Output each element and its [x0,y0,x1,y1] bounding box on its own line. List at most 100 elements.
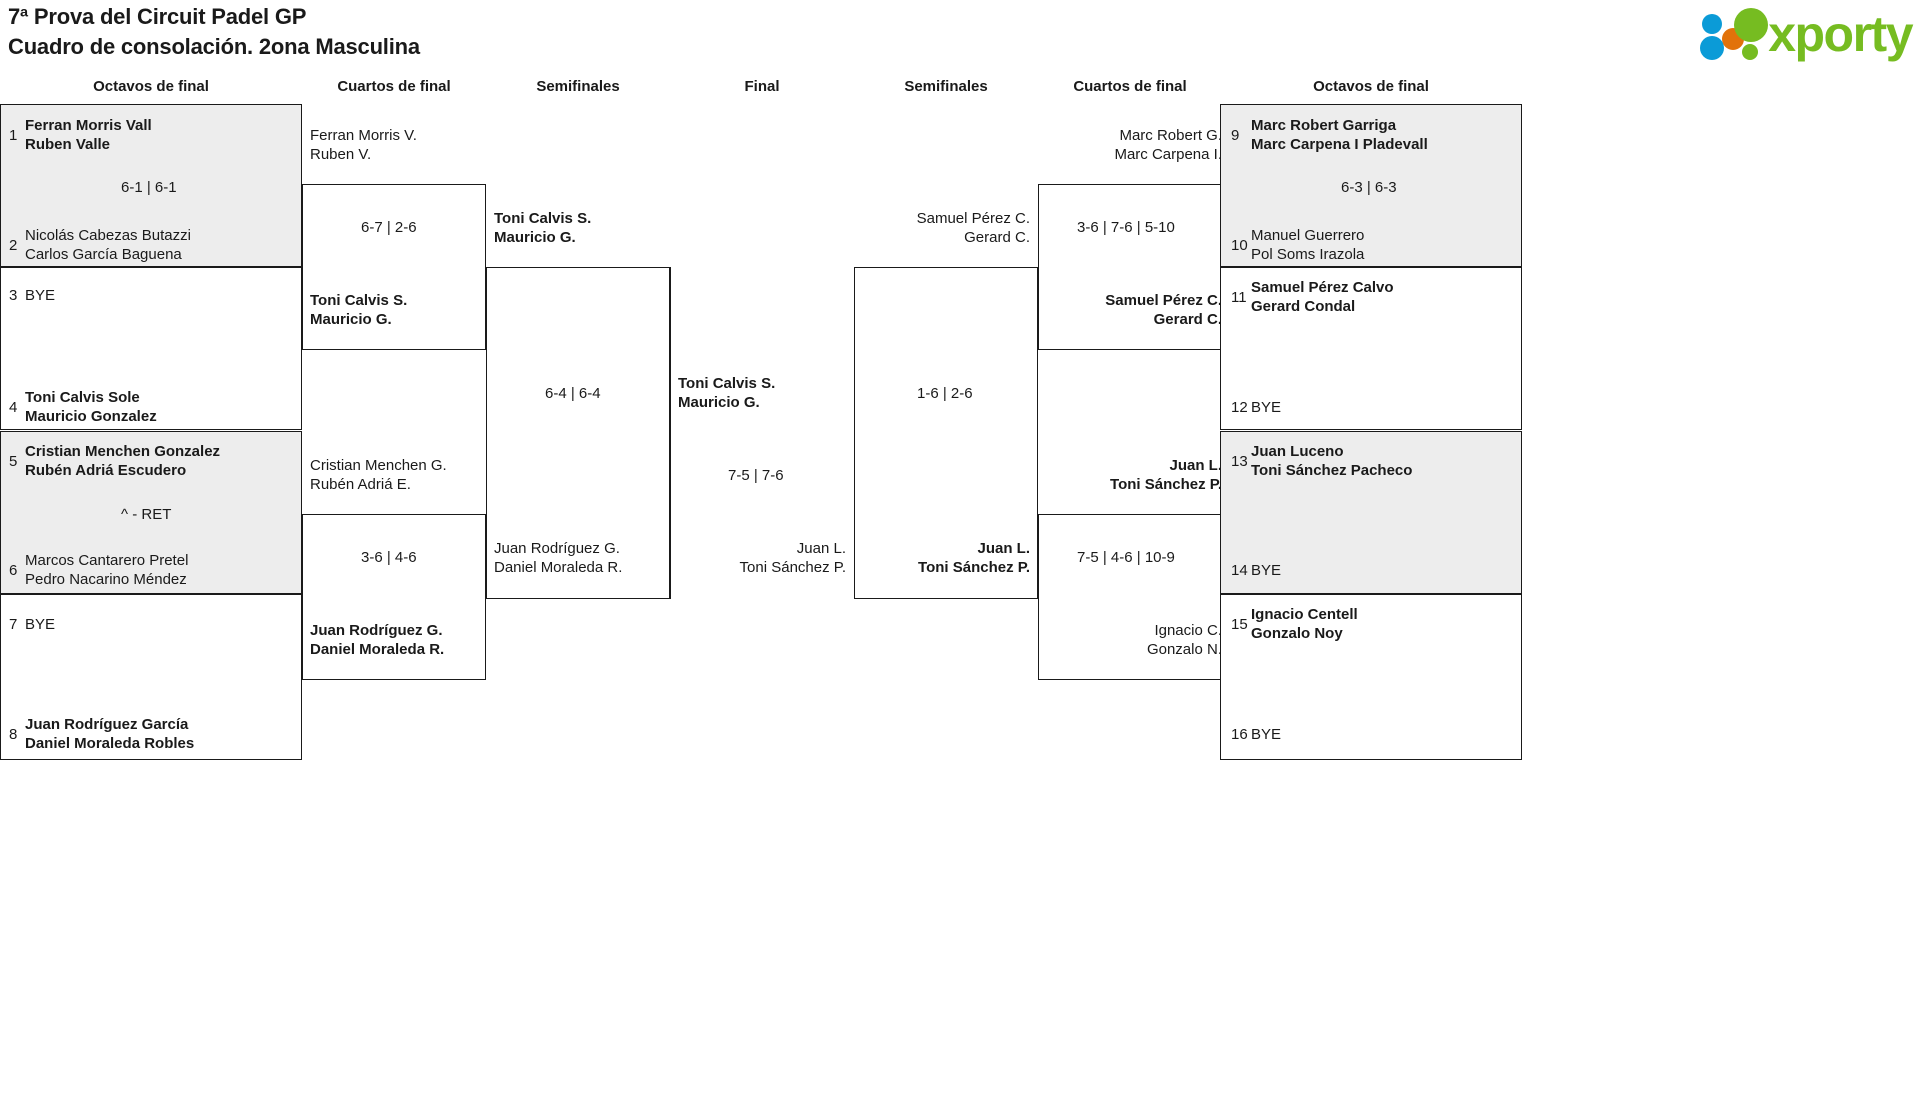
logo-dot-blue-large-icon [1700,36,1725,60]
right-cuartos-1-line2: Marc Carpena I. [1114,146,1222,163]
left-cuartos-2-line2: Mauricio G. [310,311,392,328]
seed-number: 11 [1231,289,1247,306]
seed-number: 9 [1231,127,1240,144]
final-score: 7-5 | 7-6 [728,467,784,484]
seed-number: 6 [9,562,18,579]
right-octavos-match-3[interactable]: 13 Juan Luceno Toni Sánchez Pacheco 14 B… [1220,431,1522,594]
right-cuartos-1-line1: Marc Robert G. [1119,127,1222,144]
left-semis-2-line1: Juan Rodríguez G. [494,540,620,557]
right-semis-1-line2: Gerard C. [964,229,1030,246]
left-cuartos-connector-2[interactable]: 3-6 | 4-6 [302,514,486,680]
left-semis-1-line2: Mauricio G. [494,229,576,246]
left-octavos-match-2[interactable]: 3 BYE 4 Toni Calvis Sole Mauricio Gonzal… [0,267,302,430]
left-cuartos-1-line2: Ruben V. [310,146,372,163]
match-score: ^ - RET [121,506,172,523]
left-octavos-match-4[interactable]: 7 BYE 8 Juan Rodríguez García Daniel Mor… [0,594,302,760]
page-title: 7ª Prova del Circuit Padel GP Cuadro de … [8,2,420,62]
player-name-line1: Nicolás Cabezas Butazzi [25,227,191,244]
match-score: 3-6 | 7-6 | 5-10 [1077,219,1175,236]
player-name-line1: Juan Rodríguez García [25,716,189,733]
left-semis-connector[interactable]: 6-4 | 6-4 [486,267,670,599]
player-name-line1: Samuel Pérez Calvo [1251,279,1394,296]
round-header-right-cuartos: Cuartos de final [1073,78,1187,95]
final-divider-left [670,267,671,599]
player-name-line2: Gonzalo Noy [1251,625,1343,642]
seed-number: 8 [9,726,18,743]
seed-number: 14 [1231,562,1248,579]
left-cuartos-3-line2: Rubén Adriá E. [310,476,411,493]
right-cuartos-4-line1: Ignacio C. [1154,622,1222,639]
player-name-line2: Toni Sánchez Pacheco [1251,462,1413,479]
final-left-line2: Mauricio G. [678,394,760,411]
match-score: 3-6 | 4-6 [361,549,417,566]
seed-number: 3 [9,287,18,304]
round-header-final: Final [744,78,780,95]
player-name-line2: Mauricio Gonzalez [25,408,157,425]
seed-number: 1 [9,127,18,144]
match-score: 1-6 | 2-6 [917,385,973,402]
logo-dot-green-large-icon [1734,8,1769,42]
player-name-line2: Ruben Valle [25,136,111,153]
right-cuartos-2-line1: Samuel Pérez C. [1105,292,1222,309]
seed-number: 5 [9,453,18,470]
right-cuartos-connector-1[interactable]: 3-6 | 7-6 | 5-10 [1038,184,1222,350]
match-score: 6-4 | 6-4 [545,385,601,402]
logo-dot-green-small-icon [1742,44,1759,60]
right-semis-1-line1: Samuel Pérez C. [916,210,1030,227]
match-score: 7-5 | 4-6 | 10-9 [1077,549,1175,566]
left-octavos-match-3[interactable]: 5 Cristian Menchen Gonzalez Rubén Adriá … [0,431,302,594]
left-cuartos-2-line1: Toni Calvis S. [310,292,408,309]
player-name-line1: Manuel Guerrero [1251,227,1365,244]
right-semis-2-line1: Juan L. [977,540,1030,557]
player-name-line1: Juan Luceno [1251,443,1344,460]
right-cuartos-3-line2: Toni Sánchez P. [1110,476,1222,493]
player-name-line2: Daniel Moraleda Robles [25,735,195,752]
left-cuartos-3-line1: Cristian Menchen G. [310,457,447,474]
left-cuartos-4-line1: Juan Rodríguez G. [310,622,443,639]
xporty-logo: xporty [1696,6,1913,62]
round-header-right-semis: Semifinales [904,78,988,95]
seed-number: 4 [9,399,18,416]
logo-dot-blue-small-icon [1702,14,1723,34]
left-semis-2-line2: Daniel Moraleda R. [494,559,623,576]
round-header-left-octavos: Octavos de final [93,78,209,95]
left-octavos-match-1[interactable]: 1 Ferran Morris Vall Ruben Valle 6-1 | 6… [0,104,302,267]
right-cuartos-3-line1: Juan L. [1169,457,1222,474]
player-name-line1: Cristian Menchen Gonzalez [25,443,221,460]
right-cuartos-connector-2[interactable]: 7-5 | 4-6 | 10-9 [1038,514,1222,680]
player-name-line2: Carlos García Baguena [25,246,182,263]
seed-number: 16 [1231,726,1248,743]
right-semis-2-line2: Toni Sánchez P. [918,559,1030,576]
player-name-line2: Gerard Condal [1251,298,1356,315]
round-header-right-octavos: Octavos de final [1313,78,1429,95]
left-cuartos-4-line2: Daniel Moraleda R. [310,641,445,658]
player-name-line1: Ignacio Centell [1251,606,1358,623]
right-octavos-match-1[interactable]: 9 Marc Robert Garriga Marc Carpena I Pla… [1220,104,1522,267]
final-right-line2: Toni Sánchez P. [739,559,846,576]
round-header-left-cuartos: Cuartos de final [337,78,451,95]
logo-wordmark: xporty [1768,6,1913,62]
left-cuartos-1-line1: Ferran Morris V. [310,127,417,144]
round-header-left-semis: Semifinales [536,78,620,95]
player-name-line1: BYE [1251,726,1282,743]
player-name-line1: Toni Calvis Sole [25,389,140,406]
player-name-line2: Pedro Nacarino Méndez [25,571,187,588]
player-name-line2: Pol Soms Irazola [1251,246,1365,263]
seed-number: 2 [9,237,18,254]
player-name-line1: Ferran Morris Vall [25,117,152,134]
seed-number: 15 [1231,616,1248,633]
right-octavos-match-4[interactable]: 15 Ignacio Centell Gonzalo Noy 16 BYE [1220,594,1522,760]
match-score: 6-3 | 6-3 [1341,179,1397,196]
player-name-line1: BYE [25,616,56,633]
seed-number: 10 [1231,237,1248,254]
right-octavos-match-2[interactable]: 11 Samuel Pérez Calvo Gerard Condal 12 B… [1220,267,1522,430]
player-name-line1: BYE [1251,399,1282,416]
right-semis-connector[interactable]: 1-6 | 2-6 [854,267,1038,599]
final-left-line1: Toni Calvis S. [678,375,776,392]
final-right-line1: Juan L. [796,540,846,557]
player-name-line1: BYE [25,287,56,304]
right-cuartos-4-line2: Gonzalo N. [1146,641,1222,658]
left-cuartos-connector-1[interactable]: 6-7 | 2-6 [302,184,486,350]
seed-number: 13 [1231,453,1248,470]
